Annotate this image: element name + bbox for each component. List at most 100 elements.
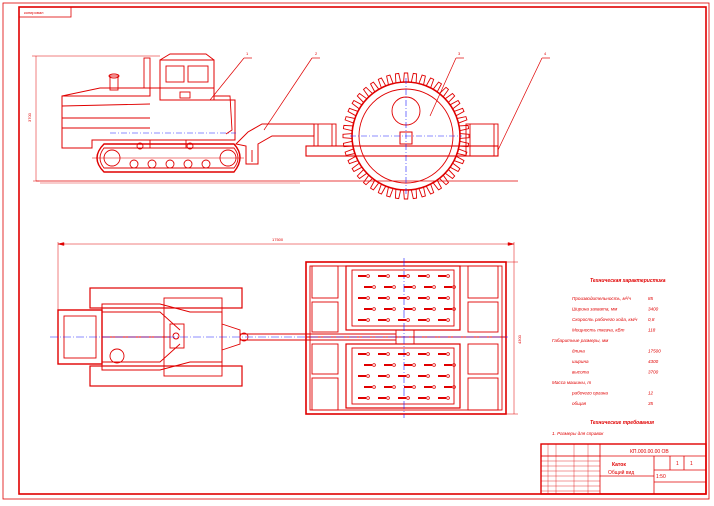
wheel-spike	[342, 124, 354, 132]
wheel-spike	[356, 92, 368, 104]
wheel-spike	[362, 174, 374, 186]
side-height-dim-label: 3700	[27, 112, 32, 122]
wheel-spike	[418, 186, 426, 198]
drum-spike-tip	[366, 396, 370, 400]
wheel-spike	[438, 174, 450, 186]
wheel-spike	[377, 183, 387, 195]
drum-spike-tip	[366, 374, 370, 378]
title-block-name: Каток	[612, 462, 626, 468]
wheel-spike	[438, 86, 450, 98]
plan-width-dim-label: 4300	[517, 334, 522, 344]
drum-spike-tip	[392, 285, 396, 289]
callout-4: 4	[544, 51, 547, 56]
title-block-subname: Общий вид	[608, 469, 634, 476]
wheel-spike	[377, 77, 387, 89]
tech-specs-title: Техническая характеристика	[590, 278, 666, 284]
title-block-scale: 1:50	[656, 474, 666, 480]
drum-spike-tip	[446, 274, 450, 278]
wheel-spike	[458, 124, 470, 132]
drum-spike-tip	[386, 296, 390, 300]
side-view	[32, 53, 550, 200]
drum-spike-tip	[452, 285, 456, 289]
wheel-spike	[444, 168, 456, 180]
spec-row-label: Габаритные размеры, мм	[552, 338, 609, 343]
drum-spike-tip	[446, 374, 450, 378]
wheel-spike	[444, 92, 456, 104]
drum-spike-tip	[446, 352, 450, 356]
drum-spike-tip	[432, 285, 436, 289]
wheel-spike	[386, 74, 394, 86]
wheel-spike	[347, 155, 359, 165]
drum-spike-tip	[406, 296, 410, 300]
drum-spike-tip	[366, 274, 370, 278]
overall-length-dim-label: 17500	[272, 237, 284, 242]
wheel-spike	[386, 186, 394, 198]
drum-spike-tip	[372, 307, 376, 311]
dimension-height	[32, 55, 160, 182]
stamp-label: копировал	[24, 10, 44, 15]
wheel-spike	[394, 72, 402, 84]
drum-spike-tip	[426, 374, 430, 378]
drum-spike-tip	[412, 307, 416, 311]
drum-spike-tip	[386, 318, 390, 322]
wheel-spike	[362, 86, 374, 98]
drum-spike-tip	[446, 296, 450, 300]
wheel-spike	[403, 72, 409, 83]
drum-spike-tip	[386, 274, 390, 278]
drum-spike-tip	[372, 285, 376, 289]
wheel-spike	[453, 107, 465, 117]
drum-spike-tip	[432, 307, 436, 311]
callout-2: 2	[315, 51, 318, 56]
dimension-overall-length	[57, 242, 515, 316]
wheel-spike	[425, 77, 435, 89]
drum-spike-tip	[426, 352, 430, 356]
drum-spike-tip	[426, 274, 430, 278]
drum-spikes	[358, 274, 456, 400]
drum-spike-tip	[426, 318, 430, 322]
wheel-spike	[347, 107, 359, 117]
title-block-sheet: 1	[676, 461, 679, 467]
wheel-spike	[449, 99, 461, 110]
drum-spike-tip	[446, 318, 450, 322]
roller-frame-side	[305, 123, 499, 157]
drum-spike-tip	[432, 363, 436, 367]
drum-spike-tip	[452, 363, 456, 367]
wheel-spike	[344, 116, 356, 124]
drum-spike-tip	[406, 396, 410, 400]
stamp-box: копировал	[18, 6, 72, 18]
tech-req-text: 1. Размеры для справок	[552, 431, 604, 436]
drum-spike-tip	[432, 385, 436, 389]
wheel-spike	[456, 116, 468, 124]
wheel-spike	[369, 179, 380, 191]
tech-specs: Техническая характеристика Производитель…	[552, 278, 666, 436]
sheet-outer-border	[2, 2, 710, 500]
title-block	[540, 443, 707, 495]
spec-row-label: Масса машины, т	[552, 380, 591, 385]
spec-row-value: 118	[648, 328, 656, 333]
spec-row-value: 4300	[648, 359, 659, 364]
callout-1: 1	[246, 51, 249, 56]
drum-spike-tip	[392, 307, 396, 311]
drum-spike-tip	[372, 363, 376, 367]
drum-spike-tip	[392, 385, 396, 389]
wheel-spike	[344, 148, 356, 156]
drum-bottom	[345, 343, 461, 409]
wheel-spike	[458, 140, 470, 148]
spec-row-value: 12	[648, 391, 654, 396]
spec-row-value: 3700	[648, 370, 659, 375]
drum-spike-tip	[366, 296, 370, 300]
tractor-side	[61, 53, 244, 173]
wheel-spike	[342, 133, 353, 139]
drum-spike-tip	[366, 318, 370, 322]
drum-spike-tip	[426, 296, 430, 300]
drum-spike-tip	[386, 396, 390, 400]
drum-spike-tip	[406, 274, 410, 278]
drum-spike-tip	[412, 385, 416, 389]
wheel-spike	[403, 189, 409, 200]
tech-req-title: Технические требования	[590, 419, 654, 426]
wheel-spike	[459, 133, 470, 139]
drum-spike-tip	[452, 307, 456, 311]
spec-row-label: рабочего органа	[571, 391, 608, 396]
wheel-spike	[394, 188, 402, 200]
